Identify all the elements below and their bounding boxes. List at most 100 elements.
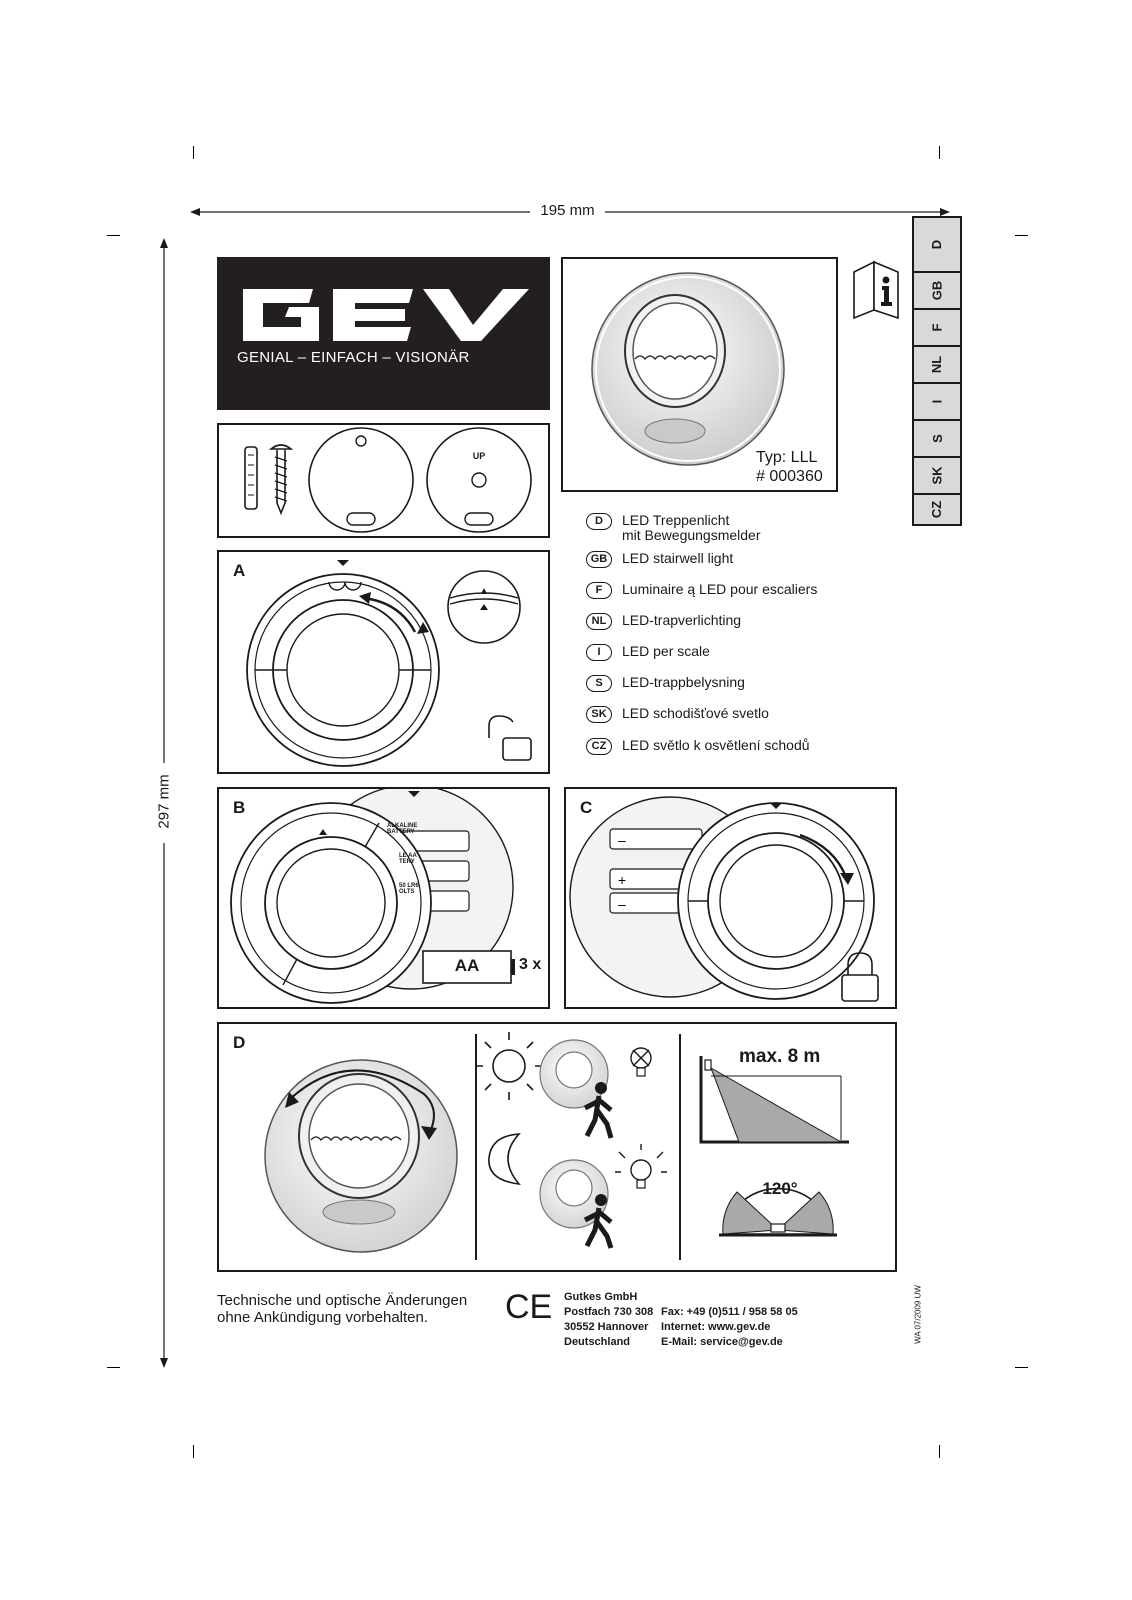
- language-badge: NL: [586, 613, 612, 630]
- panel-b-illustration: [230, 789, 515, 1004]
- range-label: max. 8 m: [739, 1046, 821, 1067]
- logo-wordmark: [243, 289, 529, 341]
- description-text: LED stairwell light: [622, 550, 734, 566]
- description-text: LED-trapverlichting: [622, 612, 742, 628]
- battery-label-1: ALKALINE BATTERY: [387, 823, 418, 835]
- language-tab-cz[interactable]: CZ: [929, 500, 945, 519]
- description-text: LED Treppenlicht mit Bewegungsmelder: [622, 512, 761, 543]
- description-f: F Luminaire ą LED pour escaliers: [586, 582, 817, 599]
- language-badge: SK: [586, 706, 612, 723]
- wall-plug-icon: [244, 446, 258, 510]
- product-image-panel: Typ: LLL # 000360: [561, 257, 838, 492]
- description-s: S LED-trappbelysning: [586, 675, 745, 692]
- contact-website: Internet: www.gev.de: [661, 1321, 771, 1333]
- panel-a: A: [217, 550, 550, 774]
- panel-c: C – + –: [564, 787, 897, 1009]
- contact-email: E-Mail: service@gev.de: [661, 1336, 783, 1348]
- language-tab-f[interactable]: F: [914, 310, 960, 347]
- ce-mark: CE: [505, 1288, 553, 1326]
- panel-a-letter: A: [233, 561, 246, 580]
- panel-c-illustration: – + –: [569, 796, 879, 1002]
- panel-d-letter: D: [233, 1033, 246, 1052]
- up-label: UP: [472, 451, 486, 461]
- description-text: LED schodišťové svetlo: [622, 705, 769, 721]
- angle-label: 120°: [762, 1179, 798, 1198]
- description-text: Luminaire ą LED pour escaliers: [622, 581, 818, 597]
- language-badge: D: [586, 513, 612, 530]
- sun-icon: [475, 1032, 543, 1100]
- panel-c-letter: C: [580, 798, 593, 817]
- language-tab-d[interactable]: D: [914, 218, 960, 273]
- language-tab-nl[interactable]: NL: [914, 347, 960, 384]
- description-d: D LED Treppenlicht mit Bewegungsmelder: [586, 513, 761, 543]
- width-dimension-label: 195 mm: [540, 202, 595, 219]
- moon-icon: [488, 1133, 521, 1186]
- description-text: LED světlo k osvětlení schodů: [622, 737, 810, 753]
- crop-mark: [193, 1445, 194, 1458]
- language-badge: I: [586, 644, 612, 661]
- description-i: I LED per scale: [586, 644, 710, 661]
- brand-tagline: GENIAL – EINFACH – VISIONÄR: [237, 349, 470, 366]
- light-off-icon: [630, 1047, 652, 1077]
- person-icon: [583, 1194, 614, 1249]
- crop-mark: [939, 1445, 940, 1458]
- back-plate-icon: [426, 427, 532, 533]
- company-postbox: Postfach 730 308: [564, 1306, 654, 1318]
- height-dimension-label: 297 mm: [155, 774, 173, 829]
- light-on-icon: [615, 1144, 667, 1189]
- document-code: WA 07/2009 UW: [913, 1285, 923, 1344]
- product-illustration: [591, 272, 785, 466]
- description-gb: GB LED stairwell light: [586, 551, 733, 568]
- battery-type: AA: [454, 956, 480, 975]
- crop-mark: [1015, 235, 1028, 236]
- screw-icon: [268, 444, 294, 516]
- unlock-icon: [488, 715, 532, 761]
- company-country: Deutschland: [564, 1336, 631, 1348]
- crop-mark: [1015, 1367, 1028, 1368]
- company-contact: Fax: +49 (0)511 / 958 58 05 Internet: ww…: [661, 1305, 798, 1350]
- description-sk: SK LED schodišťové svetlo: [586, 706, 769, 723]
- description-cz: CZ LED světlo k osvětlení schodů: [586, 738, 810, 755]
- crop-mark: [107, 235, 120, 236]
- description-nl: NL LED-trapverlichting: [586, 613, 741, 630]
- company-city: 30552 Hannover: [564, 1321, 649, 1333]
- brand-logo: GENIAL – EINFACH – VISIONÄR: [217, 257, 550, 410]
- company-address: Gutkes GmbH Postfach 730 308 30552 Hanno…: [564, 1290, 653, 1350]
- language-badge: S: [586, 675, 612, 692]
- language-tab-strip: D GB F NL I S SK CZ: [912, 216, 962, 526]
- panel-b: B ALKALINE BATTERY LE AA TERY 50 LR6 OLT…: [217, 787, 550, 1009]
- svg-text:–: –: [618, 832, 626, 848]
- description-text: LED-trappbelysning: [622, 674, 745, 690]
- crop-mark: [107, 1367, 120, 1368]
- language-badge: F: [586, 582, 612, 599]
- language-badge: GB: [586, 551, 612, 568]
- crop-mark: [939, 146, 940, 159]
- battery-count: 3 x: [519, 956, 542, 973]
- mounting-plate-icon: [308, 427, 414, 533]
- panel-a-illustration: [246, 560, 532, 767]
- lock-icon: [841, 952, 879, 1002]
- info-manual-icon: [853, 260, 899, 320]
- language-tab-sk[interactable]: SK: [914, 458, 960, 495]
- battery-label-3: 50 LR6 OLTS: [399, 883, 419, 895]
- language-tab-i[interactable]: I: [914, 384, 960, 421]
- height-dimension-arrow: [160, 238, 168, 1368]
- panel-b-letter: B: [233, 798, 246, 817]
- panel-divider: [679, 1034, 681, 1260]
- panel-d: D: [217, 1022, 897, 1272]
- svg-text:+: +: [618, 872, 626, 888]
- language-tab-gb[interactable]: GB: [914, 273, 960, 310]
- parts-illustration: [244, 427, 532, 533]
- disclaimer: Technische und optische Änderungen ohne …: [217, 1292, 468, 1326]
- crop-mark: [193, 146, 194, 159]
- panel-d-illustration: [264, 1032, 849, 1253]
- battery-label-2: LE AA TERY: [399, 853, 417, 865]
- svg-text:–: –: [618, 896, 626, 912]
- description-text: LED per scale: [622, 643, 710, 659]
- language-badge: CZ: [586, 738, 612, 755]
- product-number: # 000360: [756, 468, 823, 485]
- panel-divider: [475, 1034, 477, 1260]
- contact-fax: Fax: +49 (0)511 / 958 58 05: [661, 1306, 798, 1318]
- language-tab-s[interactable]: S: [914, 421, 960, 458]
- company-name: Gutkes GmbH: [564, 1291, 638, 1303]
